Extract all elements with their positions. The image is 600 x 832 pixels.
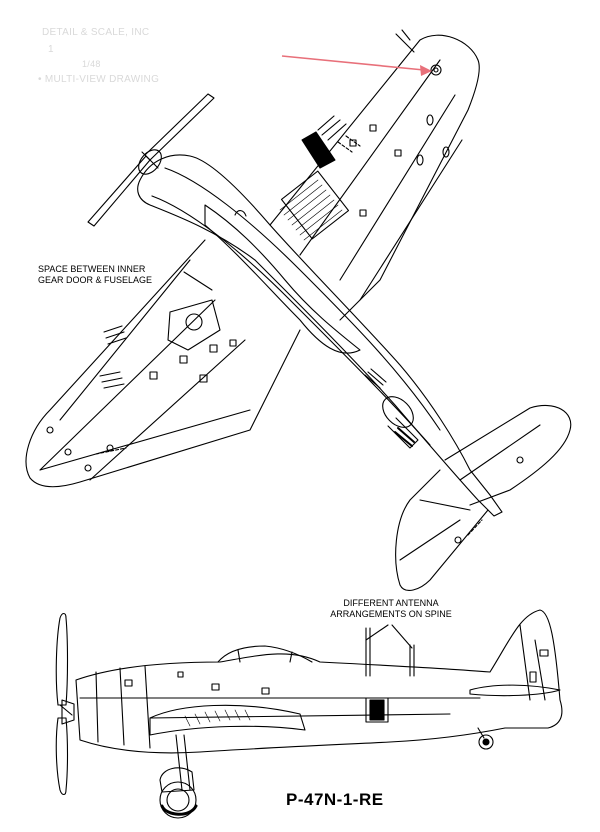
plan-tail	[395, 404, 572, 591]
side-view	[55, 609, 563, 819]
callout-antenna-line-2: ARRANGEMENTS ON SPINE	[330, 609, 452, 619]
faint-header-line-3: 1/48	[82, 59, 101, 69]
gear-door-leader	[183, 271, 213, 291]
callout-antenna: DIFFERENT ANTENNA ARRANGEMENTS ON SPINE	[316, 598, 466, 620]
faint-header-line-4: • MULTI-VIEW DRAWING	[38, 74, 160, 85]
antenna-leader-2	[391, 624, 413, 649]
annotation-arrow	[281, 55, 432, 76]
callout-gear-door: SPACE BETWEEN INNER GEAR DOOR & FUSELAGE	[38, 264, 188, 286]
side-propeller	[55, 612, 75, 796]
plan-right-wing	[269, 29, 480, 321]
plan-view	[25, 29, 572, 591]
plan-fuselage	[137, 154, 503, 517]
callout-gear-door-line-2: GEAR DOOR & FUSELAGE	[38, 275, 153, 285]
aircraft-designation: P-47N-1-RE	[286, 790, 384, 809]
side-fuselage	[75, 609, 563, 754]
side-antennas	[365, 627, 415, 677]
side-wing-root	[149, 704, 306, 736]
side-canopy	[217, 645, 313, 663]
faint-header-line-2: 1	[48, 44, 54, 55]
callout-antenna-line-1: DIFFERENT ANTENNA	[343, 598, 439, 608]
side-tail-wheel	[477, 727, 494, 750]
callout-gear-door-line-1: SPACE BETWEEN INNER	[38, 264, 146, 274]
plan-left-wing	[25, 239, 301, 488]
plan-propeller	[87, 93, 215, 227]
antenna-leader-1	[365, 624, 389, 641]
faint-header-line-1: DETAIL & SCALE, INC	[42, 27, 150, 38]
side-main-gear	[159, 734, 198, 819]
